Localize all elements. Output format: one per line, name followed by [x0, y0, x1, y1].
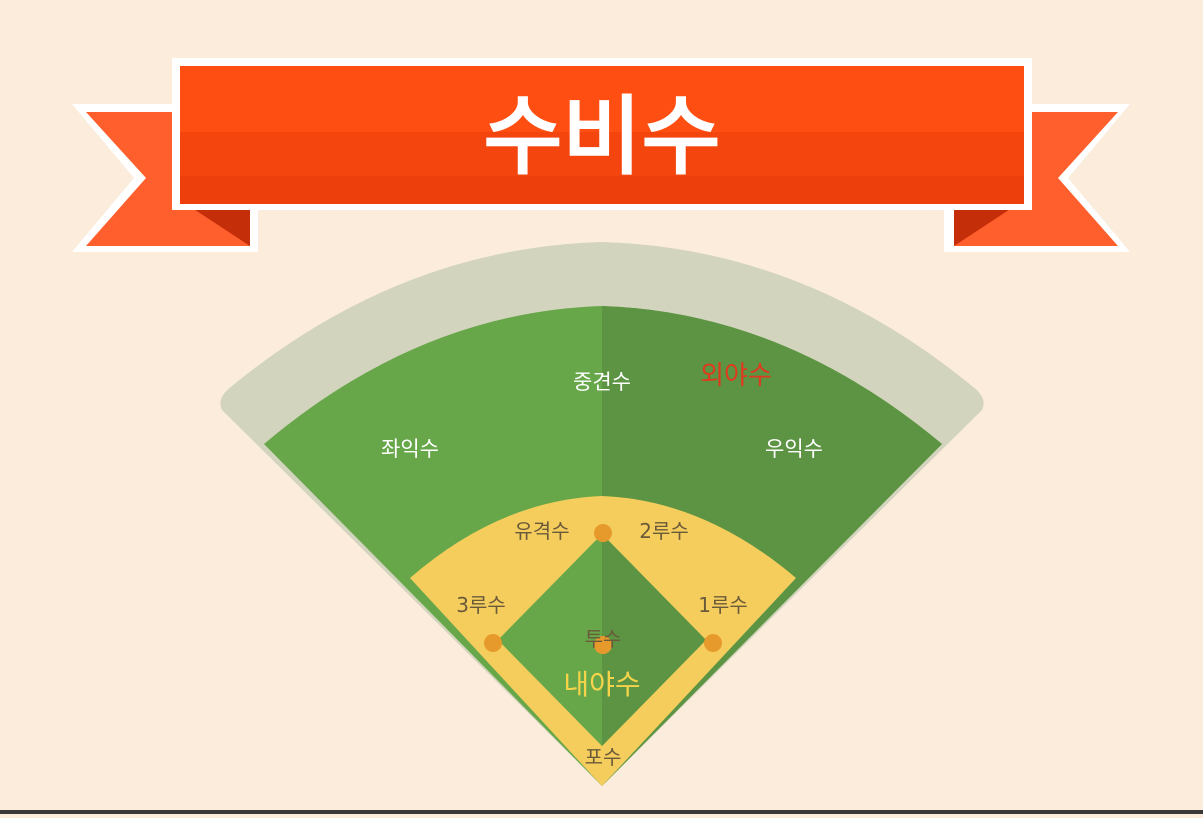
label-shortstop: 유격수 [514, 519, 569, 543]
infield-grass-shade [602, 534, 706, 746]
label-first-base: 1루수 [698, 593, 748, 617]
label-right-field: 우익수 [765, 437, 823, 461]
bottom-border [0, 810, 1203, 814]
label-left-field: 좌익수 [381, 437, 439, 461]
page-title: 수비수 [483, 87, 720, 187]
label-second-base: 2루수 [639, 519, 689, 543]
label-outfield-group: 외야수 [700, 361, 772, 391]
label-third-base: 3루수 [456, 593, 506, 617]
label-pitcher: 투수 [585, 627, 622, 651]
ribbon-band-highlight [180, 66, 1024, 132]
second-base [594, 524, 612, 542]
label-infield-group: 내야수 [563, 668, 640, 701]
position-labels: 중견수 외야수 좌익수 우익수 유격수 2루수 3루수 1루수 투수 내야수 포… [381, 361, 823, 769]
first-base [704, 634, 722, 652]
label-catcher: 포수 [585, 745, 622, 769]
baseball-field [220, 242, 984, 786]
title-ribbon: 수비수 [72, 58, 1130, 252]
ribbon-right-fold [954, 200, 1024, 246]
ribbon-band-shadow [180, 176, 1024, 204]
third-base [484, 634, 502, 652]
label-center-field: 중견수 [573, 370, 631, 394]
pitchers-mound [594, 636, 612, 654]
ribbon-left-fold [180, 200, 250, 246]
